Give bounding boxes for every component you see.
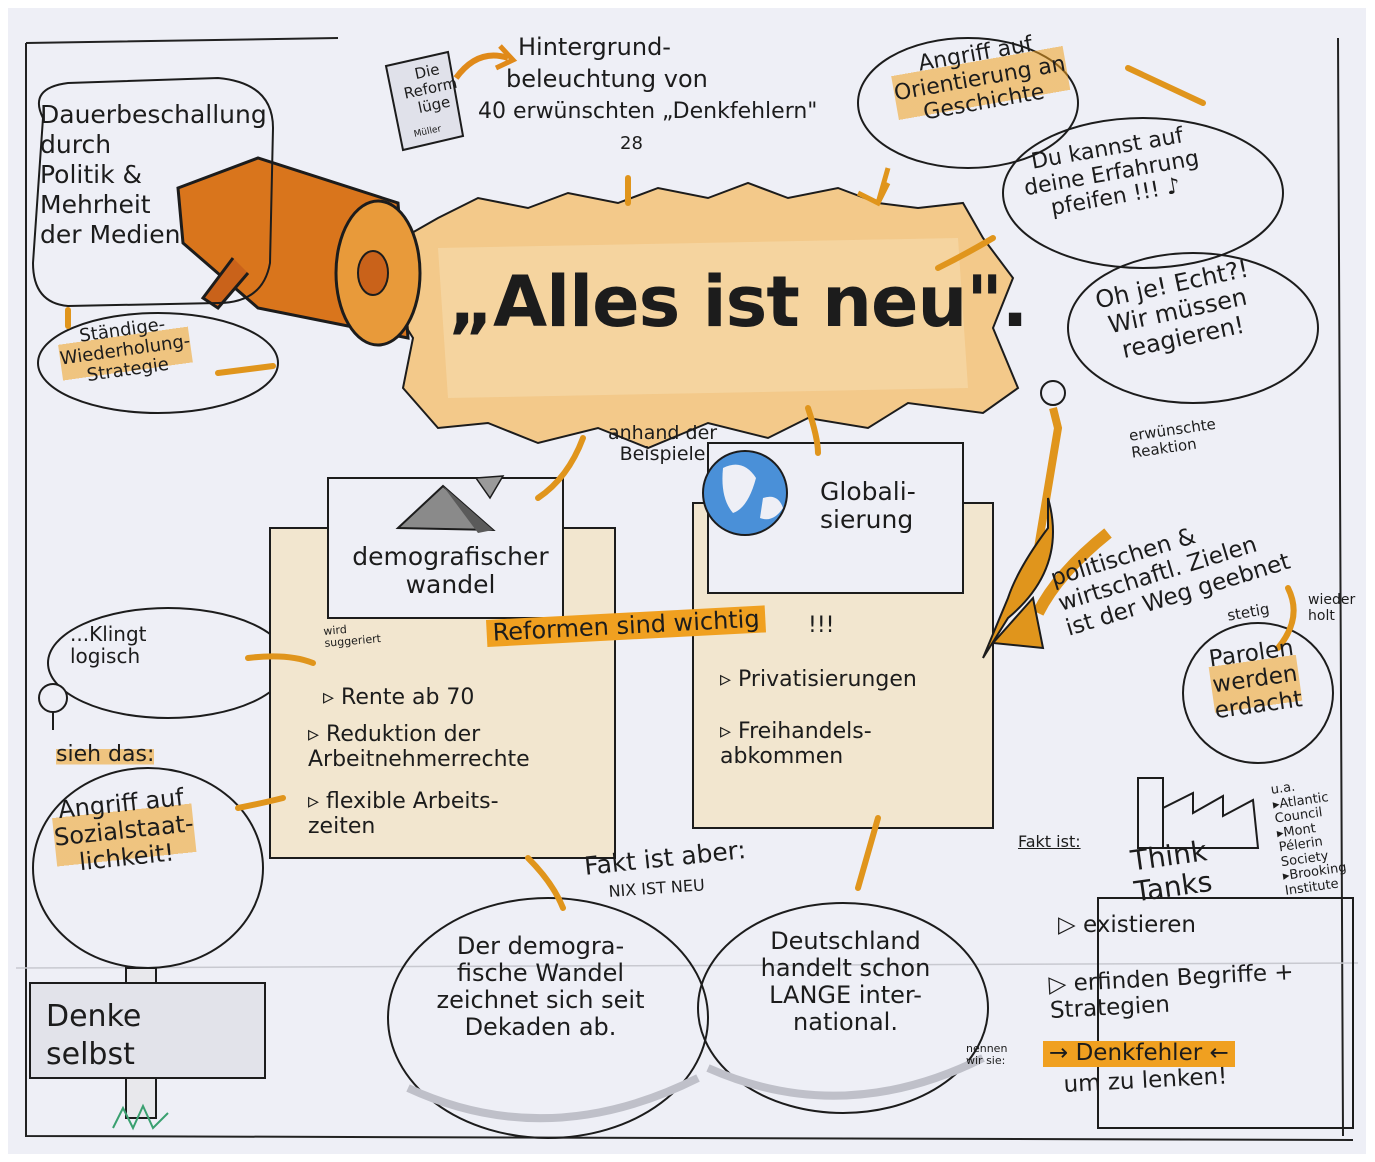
examples-label: anhand der Beispiele	[608, 422, 718, 466]
think-yourself-sign: Denke selbst	[46, 999, 142, 1072]
reforms-exclamation: !!!	[808, 613, 835, 638]
think-tank-item: → Denkfehler ←	[1043, 1040, 1235, 1067]
sounds-logical-text: ...Klingt logisch	[70, 622, 147, 669]
pyramid-icon	[395, 475, 505, 533]
demographic-box-label: demografischer wandel	[352, 542, 549, 599]
slogans-text: Parolen werden erdacht	[1206, 634, 1305, 725]
signpost-icon	[29, 967, 266, 1131]
demographic-fact-text: Der demogra- fische Wandel zeichnet sich…	[436, 932, 645, 1041]
we-call-them-label: nennen wir sie:	[966, 1042, 1008, 1068]
megaphone-bubble-text: Dauerbeschallung durch Politik & Mehrhei…	[40, 100, 267, 249]
sketch-drawings	[15, 37, 1359, 1141]
fact-is-label: Fakt ist:	[1018, 832, 1081, 851]
background-line-3: 40 erwünschten „Denkfehlern"	[478, 99, 818, 124]
suggested-label: wird suggeriert	[322, 622, 382, 651]
thinking-person-icon	[38, 683, 68, 730]
left-list-item: ▹ Rente ab 70	[323, 685, 475, 710]
trade-fact-text: Deutschland handelt schon LANGE inter- n…	[760, 927, 931, 1036]
slogans-repeated-label: wieder holt	[1308, 592, 1356, 624]
but-label: sieh das:	[56, 742, 155, 768]
globalization-box-label: Globali- sierung	[820, 477, 916, 534]
right-list-item: ▹ Freihandels- abkommen	[720, 719, 872, 769]
factory-icon	[1097, 777, 1354, 1129]
background-line-2: beleuchtung von	[506, 65, 708, 93]
think-tanks-label: Think Tanks	[1128, 834, 1215, 909]
background-line-1: Hintergrund-	[518, 33, 671, 61]
background-note: 28	[620, 133, 643, 154]
left-list-item: ▹ flexible Arbeits- zeiten	[308, 789, 499, 839]
left-list-item: ▹ Reduktion der Arbeitnehmerrechte	[308, 722, 530, 772]
sketchnote-sheet: Die Reform lüge Müller Hintergrund- bele…	[8, 8, 1366, 1154]
book-icon	[384, 44, 518, 152]
person-icon	[1034, 380, 1066, 549]
think-tank-item: ▷ existieren	[1058, 912, 1196, 938]
globe-icon	[702, 450, 788, 536]
right-list-item: ▹ Privatisierungen	[720, 667, 917, 692]
headline: „Alles ist neu".	[448, 261, 1028, 343]
megaphone-icon	[176, 156, 422, 347]
attack-social-text: Angriff auf Sozialstaat- lichkeit!	[50, 783, 198, 879]
